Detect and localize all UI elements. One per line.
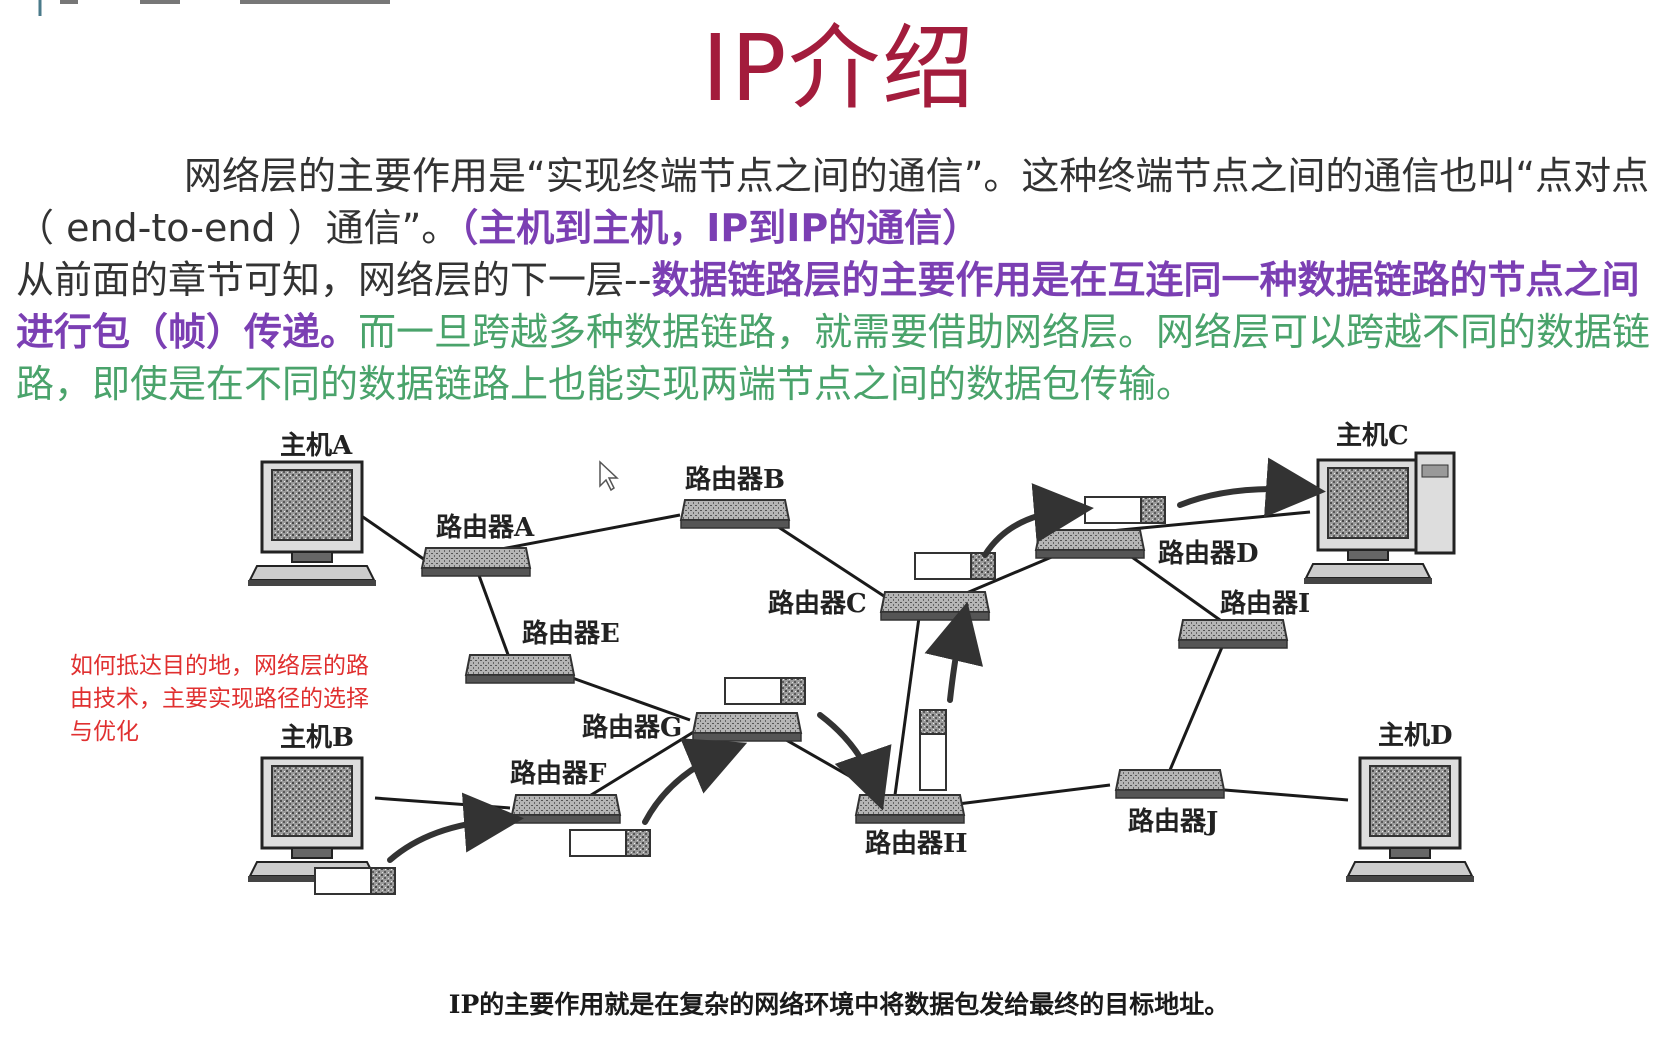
router-b: 路由器B <box>680 464 790 529</box>
data-packet <box>314 867 396 895</box>
host-c: 主机C <box>1302 421 1456 586</box>
data-packet <box>1084 496 1166 524</box>
data-packet <box>919 709 947 791</box>
data-packet <box>569 829 651 857</box>
router-i: 路由器I <box>1178 588 1310 649</box>
router-g-label: 路由器G <box>582 712 682 743</box>
router-f-label: 路由器F <box>510 758 607 789</box>
router-a: 路由器A <box>421 512 535 577</box>
host-d: 主机D <box>1344 721 1476 884</box>
corner-decoration <box>38 0 390 16</box>
router-e-label: 路由器E <box>522 618 620 649</box>
router-d-label: 路由器D <box>1158 538 1259 569</box>
host-c-label: 主机C <box>1336 421 1409 451</box>
router-j: 路由器J <box>1115 769 1225 837</box>
data-packet <box>724 677 806 705</box>
router-d: 路由器D <box>1035 529 1259 569</box>
routing-note: 如何抵达目的地，网络层的路由技术，主要实现路径的选择与优化 <box>70 653 369 745</box>
packet-flow-arrows <box>387 457 1326 863</box>
host-a-label: 主机A <box>280 431 353 461</box>
para-sentence-3: 从前面的章节可知，网络层的下一层-- <box>16 258 652 302</box>
host-a: 主机A <box>246 431 378 588</box>
router-a-label: 路由器A <box>436 512 535 543</box>
router-j-label: 路由器J <box>1128 806 1218 837</box>
router-b-label: 路由器B <box>685 464 785 495</box>
para-network-layer: 而一旦跨越多种数据链路，就需要借助网络层。网络层可以跨越不同的数据链路，即使是在… <box>16 310 1651 406</box>
para-sentence-1: 网络层的主要作用是“实现终端节点之间的通信”。这种终端节点之间的通信也叫“点对点… <box>16 154 1650 250</box>
intro-paragraph: 网络层的主要作用是“实现终端节点之间的通信”。这种终端节点之间的通信也叫“点对点… <box>16 150 1656 410</box>
router-c-label: 路由器C <box>768 588 867 619</box>
router-h-label: 路由器H <box>865 828 968 859</box>
host-b: 主机B <box>246 723 378 884</box>
router-h: 路由器H <box>855 794 968 859</box>
router-f: 路由器F <box>510 758 621 824</box>
para-datalink: 数据链路层的主要作用是在互连同一种数据链路的节点之间进行包（帧）传递。 <box>16 258 1640 354</box>
router-e: 路由器E <box>465 618 620 684</box>
host-d-label: 主机D <box>1378 721 1453 751</box>
router-g: 路由器G <box>582 712 802 743</box>
mouse-cursor-icon <box>599 460 619 492</box>
diagram-caption: IP的主要作用就是在复杂的网络环境中将数据包发给最终的目标地址。 <box>448 990 1230 1019</box>
network-diagram: 主机A 主机B 主机C 主机D 路由器A 路由器B 路由器C 路由器D 路由器E… <box>246 421 1476 895</box>
router-i-label: 路由器I <box>1220 588 1310 619</box>
page-title: IP介绍 <box>701 15 977 122</box>
host-b-label: 主机B <box>280 723 354 753</box>
para-host-to-host: （主机到主机，IP到IP的通信） <box>459 206 981 250</box>
router-c: 路由器C <box>768 588 990 621</box>
